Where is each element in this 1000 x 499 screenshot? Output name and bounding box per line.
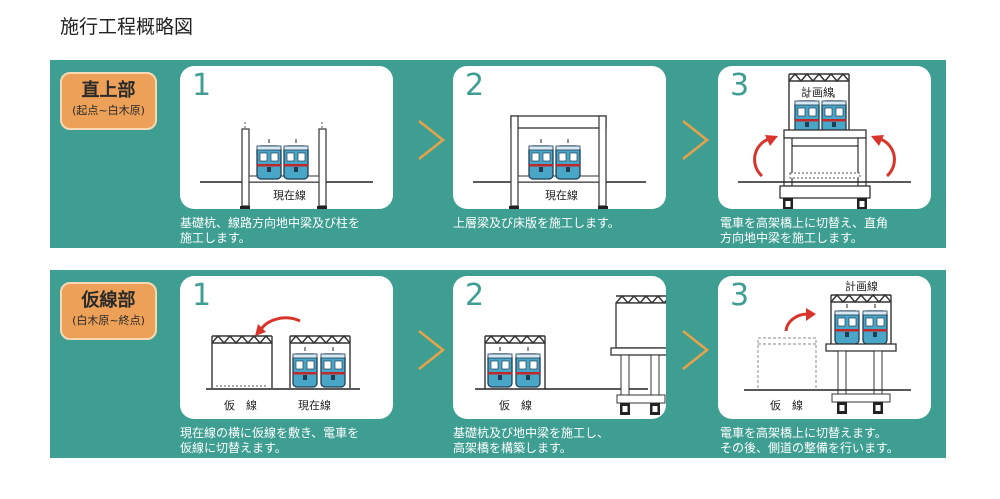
step-caption-upper-2: 上層梁及び床版を施工します。: [453, 216, 683, 231]
caption-line: 電車を高架橋上に切替えます。: [720, 426, 887, 440]
curved-arrow-icon: [753, 136, 773, 178]
section-title: 仮線部: [81, 290, 136, 311]
caption-line: 基礎杭、線路方向地中梁及び柱を: [180, 216, 361, 230]
step-illustration: 仮 線 現在線: [206, 316, 360, 412]
caption-line: 方向地中梁を施工します。: [720, 231, 863, 245]
step-caption-upper-3: 電車を高架橋上に切替え、直角 方向地中梁を施工します。: [720, 216, 950, 246]
chevron-right-icon: [682, 120, 710, 160]
step-card-upper-2: 2 現在線: [453, 66, 666, 209]
section-lower: 仮線部 (白木原~終点) 1 仮 線 現在線 現在線の横に仮線を敷き、電車を 仮…: [50, 270, 946, 458]
chevron-right-icon: [682, 330, 710, 370]
caption-line: 仮線に切替えます。: [180, 441, 287, 455]
train-icon: [862, 303, 888, 345]
step-number: 1: [192, 278, 212, 313]
train-icon: [283, 138, 309, 180]
train-icon: [515, 346, 541, 388]
train-icon: [528, 138, 554, 180]
track-label: 現在線: [273, 188, 306, 202]
train-icon: [320, 346, 346, 388]
track-label: 仮 線: [770, 398, 803, 412]
caption-line: 施工します。: [180, 231, 251, 245]
track-label: 仮 線: [224, 398, 257, 412]
caption-line: 基礎杭及び地中梁を施工し、: [453, 426, 610, 440]
chevron-right-icon: [418, 120, 446, 160]
track-label: 計画線: [801, 85, 834, 99]
step-number: 3: [730, 68, 750, 103]
step-card-lower-1: 1 仮 線 現在線: [180, 276, 393, 419]
curved-arrow-icon: [258, 316, 301, 332]
step-card-upper-1: 1 現在線: [180, 66, 393, 209]
step-number: 1: [192, 68, 212, 103]
step-caption-upper-1: 基礎杭、線路方向地中梁及び柱を 施工します。: [180, 216, 410, 246]
train-icon: [834, 303, 860, 345]
step-card-upper-3: 3 計画線: [718, 66, 931, 209]
train-icon: [256, 138, 282, 180]
caption-line: その後、側道の整備を行います。: [720, 441, 899, 455]
train-icon: [555, 138, 581, 180]
step-illustration: 計画線 仮 線: [744, 279, 911, 414]
train-icon: [487, 346, 513, 388]
section-subtitle: (白木原~終点): [72, 314, 145, 327]
caption-line: 高架橋を構築します。: [453, 441, 572, 455]
step-illustration: 現在線: [473, 115, 646, 209]
curved-arrow-icon: [784, 312, 809, 332]
section-label-lower: 仮線部 (白木原~終点): [60, 282, 157, 340]
step-caption-lower-2: 基礎杭及び地中梁を施工し、 高架橋を構築します。: [453, 426, 683, 456]
track-label: 現在線: [298, 398, 331, 412]
step-number: 3: [730, 278, 750, 313]
step-card-lower-3: 3 計画線 仮 線: [718, 276, 931, 419]
step-illustration: 計画線: [738, 73, 911, 209]
caption-line: 上層梁及び床版を施工します。: [453, 216, 620, 230]
step-illustration: 仮 線: [475, 295, 666, 415]
train-icon: [794, 93, 820, 135]
train-icon: [292, 346, 318, 388]
caption-line: 電車を高架橋上に切替え、直角: [720, 216, 889, 230]
step-number: 2: [465, 68, 485, 103]
caption-line: 現在線の横に仮線を敷き、電車を: [180, 426, 360, 440]
section-upper: 直上部 (起点~白木原) 1 現在線 基礎杭、線路方向地中梁及び柱を 施工します…: [50, 60, 946, 248]
chevron-right-icon: [418, 330, 446, 370]
page-title: 施行工程概略図: [60, 16, 194, 38]
track-label: 現在線: [545, 188, 578, 202]
track-label: 仮 線: [499, 398, 532, 412]
section-title: 直上部: [81, 80, 136, 101]
curved-arrow-icon: [876, 136, 896, 178]
track-label: 計画線: [845, 279, 878, 293]
step-card-lower-2: 2 仮 線: [453, 276, 666, 419]
step-caption-lower-1: 現在線の横に仮線を敷き、電車を 仮線に切替えます。: [180, 426, 410, 456]
train-icon: [821, 93, 847, 135]
step-caption-lower-3: 電車を高架橋上に切替えます。 その後、側道の整備を行います。: [720, 426, 950, 456]
step-number: 2: [465, 278, 485, 313]
section-label-upper: 直上部 (起点~白木原): [60, 72, 157, 130]
section-subtitle: (起点~白木原): [72, 104, 145, 117]
step-illustration: 現在線: [200, 122, 373, 209]
